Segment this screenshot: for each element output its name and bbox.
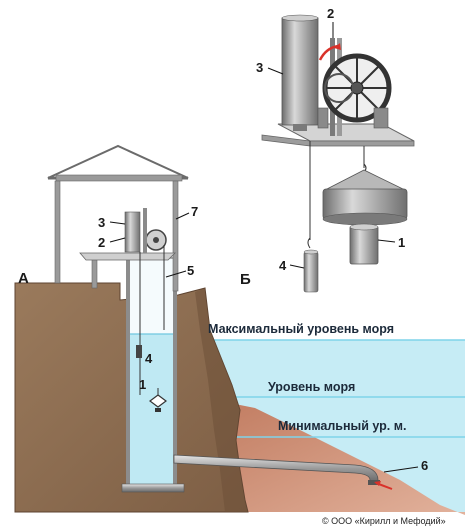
float-b-weight [349,225,379,265]
well-wall-right [173,258,177,490]
section-label-a: А [18,270,29,287]
label-b-2: 2 [327,6,334,21]
pipe-mouth [368,480,380,485]
pulley-post-small [143,208,147,253]
float-ballast [155,408,161,412]
pulley-hub [350,81,364,95]
leader-a5 [165,270,187,278]
well-bottom [121,483,185,493]
counterweight [136,345,142,358]
label-b-3: 3 [256,60,263,75]
inner-drum [324,73,354,103]
copyright-text: © ООО «Кирилл и Мефодий» [322,516,446,526]
section-label-b: Б [240,271,251,288]
drum-top [281,14,319,22]
float-b-top [324,169,406,191]
leader-b4 [289,264,305,269]
post-right [172,180,179,292]
float-hook [307,237,311,249]
drum-foot [293,124,307,131]
label-b-1: 1 [398,235,405,250]
post-mid [91,257,98,289]
leader-a6 [383,466,419,473]
bearing-block [373,107,389,129]
label-b-4: 4 [279,258,287,273]
recorder-drum [281,17,319,126]
counterweight-top [303,249,319,255]
well-water [130,334,173,489]
bearing-block-left [317,107,329,129]
pulley-hub-small [153,237,159,243]
counterweight-b [303,251,319,293]
well-wall-left [126,258,130,490]
leader-a7 [175,212,190,220]
inflow-arrow-head [374,481,381,486]
float [149,394,167,408]
post-left [54,180,61,284]
mean-level-label: Уровень моря [268,380,355,394]
min-level-label: Минимальный ур. м. [278,419,406,433]
label-a-2: 2 [98,235,105,250]
leader-b1 [377,239,396,243]
roof-front [55,174,183,182]
leader-b3 [267,67,284,75]
label-a-3: 3 [98,215,105,230]
label-a-4: 4 [145,351,153,366]
label-a-7: 7 [191,204,198,219]
float-b-weight-top [349,223,379,231]
label-a-6: 6 [421,458,428,473]
instrument-platform [79,252,176,261]
recorder-drum-small [124,211,141,253]
label-a-1: 1 [139,377,146,392]
label-a-5: 5 [187,263,194,278]
leader-a2 [109,237,126,243]
cliff-shade [195,288,248,512]
rotation-arrow-head [334,43,341,50]
float-b-bottom [322,212,408,226]
max-level-label: Максимальный уровень моря [208,322,394,336]
sea-bed [225,402,465,515]
roof [47,144,189,179]
leader-a3 [109,221,126,225]
